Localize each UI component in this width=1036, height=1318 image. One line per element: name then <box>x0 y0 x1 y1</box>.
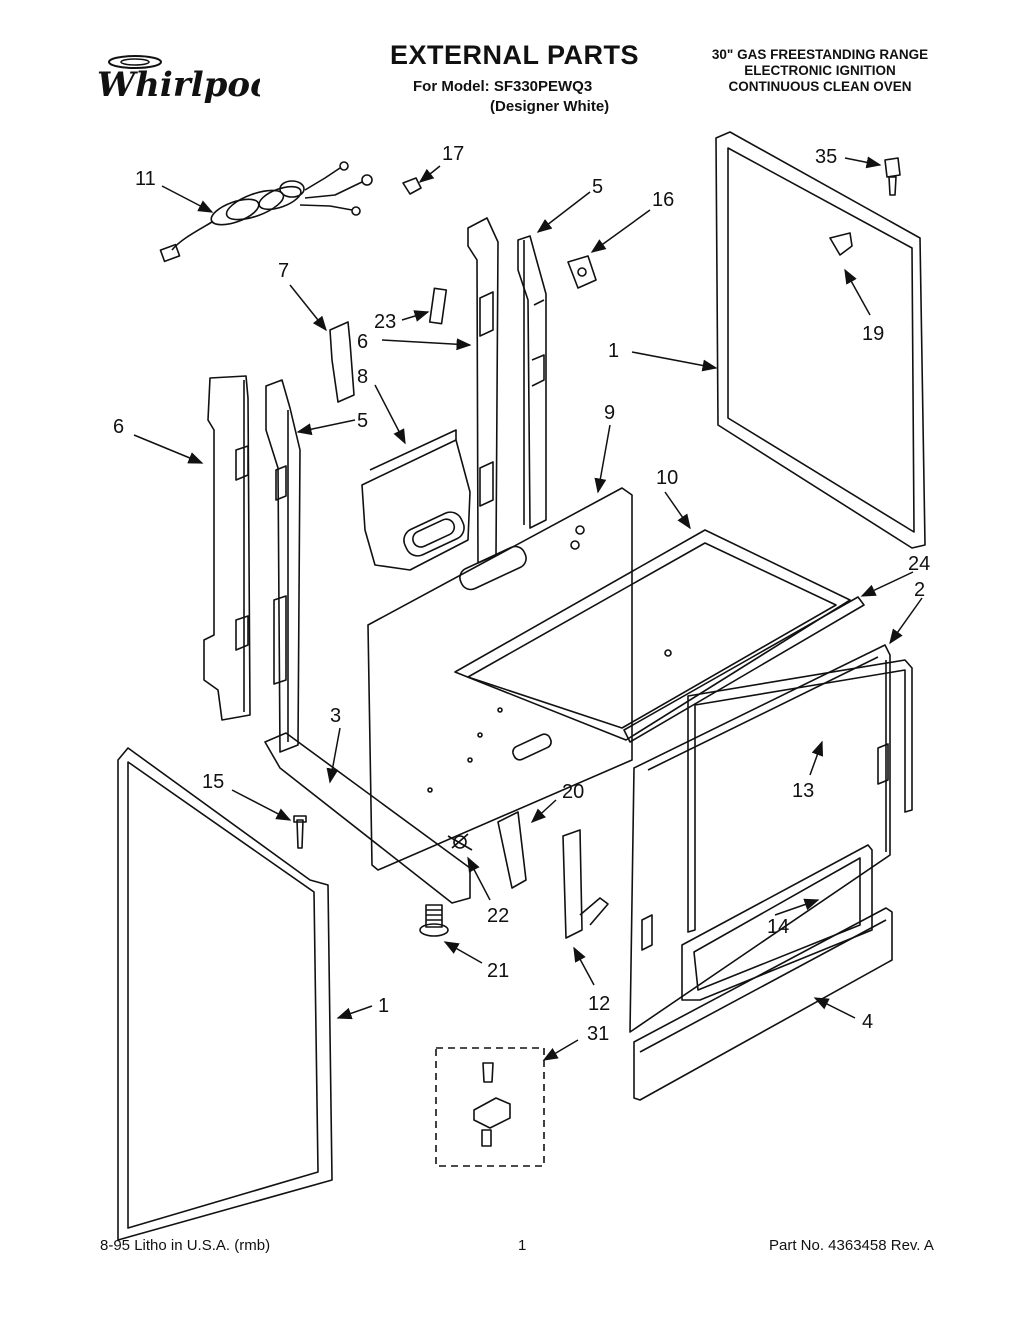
rear-side-panel <box>467 217 499 564</box>
callout-4: 4 <box>862 1011 873 1033</box>
whirlpool-logo: Whirlpool <box>97 55 260 105</box>
callout-10: 10 <box>656 467 678 489</box>
top-screw <box>884 157 901 196</box>
spec-line-3: CONTINUOUS CLEAN OVEN <box>728 79 912 94</box>
leveling-kit <box>435 1047 545 1167</box>
left-side-panel <box>203 375 251 721</box>
callout-1-left: 1 <box>378 995 389 1017</box>
page-number: 1 <box>518 1237 527 1254</box>
mounting-clip <box>428 287 448 325</box>
callout-8: 8 <box>357 366 368 388</box>
callout-19: 19 <box>862 323 884 345</box>
burner-bracket <box>567 255 597 289</box>
side-panel-screw <box>293 815 307 849</box>
spec-line-1: 30" GAS FREESTANDING RANGE <box>711 47 929 62</box>
side-bracket <box>497 811 527 889</box>
callout-21: 21 <box>487 960 509 982</box>
callout-31: 31 <box>587 1023 609 1045</box>
oven-vent-duct <box>361 429 471 571</box>
callout-15: 15 <box>202 771 224 793</box>
left-outer-side-panel <box>117 747 333 1241</box>
model-number: For Model: SF330PEWQ3 <box>413 78 593 95</box>
callout-23: 23 <box>374 311 396 333</box>
callout-5-rear: 5 <box>592 176 603 198</box>
callout-35: 35 <box>815 146 837 168</box>
leveling-leg <box>419 904 449 937</box>
svg-text:Whirlpool: Whirlpool <box>97 65 260 105</box>
clip <box>402 177 422 195</box>
print-info: 8-95 Litho in U.S.A. (rmb) <box>100 1237 271 1254</box>
callout-6-rear: 6 <box>357 331 368 353</box>
door-hinge <box>562 829 609 939</box>
spec-line-2: ELECTRONIC IGNITION <box>744 63 896 78</box>
lower-trim-panel <box>633 907 893 1101</box>
model-variant: (Designer White) <box>490 98 610 115</box>
callout-3: 3 <box>330 705 341 727</box>
retainer-clip <box>829 232 853 256</box>
window-gasket <box>687 659 913 933</box>
side-channel <box>517 235 547 529</box>
power-cord-harness <box>159 161 373 263</box>
callout-12: 12 <box>588 993 610 1015</box>
callout-17: 17 <box>442 143 464 165</box>
part-number: Part No. 4363458 Rev. A <box>769 1237 934 1254</box>
callout-11: 11 <box>135 168 156 190</box>
callout-13: 13 <box>792 780 814 802</box>
callout-24: 24 <box>908 553 930 575</box>
rear-panel <box>367 487 633 871</box>
left-side-channel <box>265 379 301 753</box>
callout-7: 7 <box>278 260 289 282</box>
right-outer-side-panel <box>715 131 926 549</box>
callout-16: 16 <box>652 189 674 211</box>
callout-20: 20 <box>562 781 584 803</box>
callout-2: 2 <box>914 579 925 601</box>
trim-strip <box>623 596 865 743</box>
base-rail <box>264 732 471 904</box>
front-frame <box>629 644 891 1033</box>
door-trim <box>681 844 873 1001</box>
screw <box>447 833 473 851</box>
page-title: EXTERNAL PARTS <box>390 40 640 70</box>
bracket <box>329 321 355 403</box>
callout-5-left: 5 <box>357 410 368 432</box>
callout-1-right: 1 <box>608 340 619 362</box>
callout-14: 14 <box>767 916 789 938</box>
cooktop-panel <box>454 529 851 741</box>
callout-6-left: 6 <box>113 416 124 438</box>
callout-9: 9 <box>604 402 615 424</box>
callout-22: 22 <box>487 905 509 927</box>
